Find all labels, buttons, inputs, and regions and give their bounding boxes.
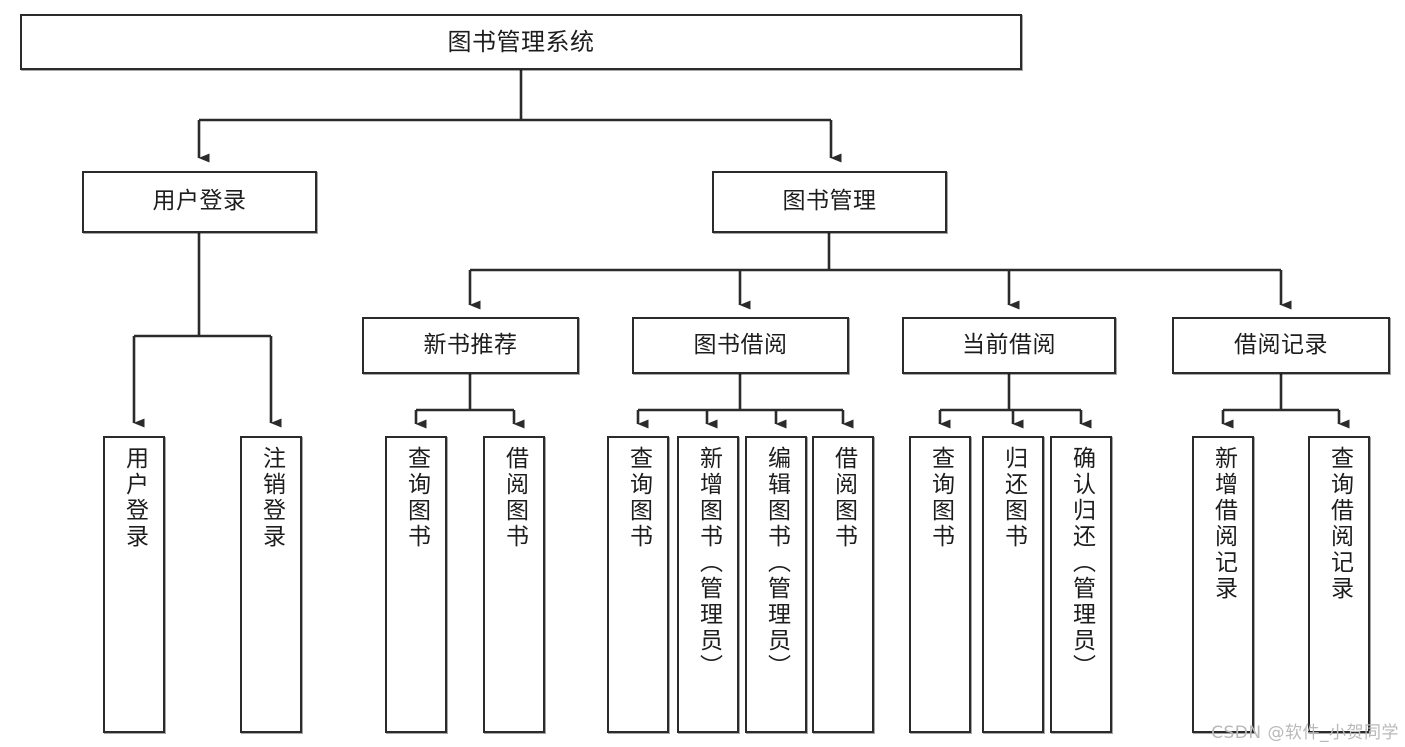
node-leaf-query-book-2-label: 查询图书 (625, 446, 652, 550)
node-leaf-add-record-label: 新增借阅记录 (1210, 446, 1237, 602)
node-leaf-query-record-label: 查询借阅记录 (1326, 446, 1353, 602)
node-leaf-user-login-label: 用户登录 (121, 446, 148, 550)
node-leaf-query-book-3-label: 查询图书 (927, 446, 954, 550)
node-leaf-add-book[interactable]: 新增图书（管理员） (677, 436, 739, 733)
node-book-borrow-label: 图书借阅 (693, 331, 788, 358)
node-leaf-query-record[interactable]: 查询借阅记录 (1308, 436, 1370, 733)
node-borrow-record-label: 借阅记录 (1234, 331, 1328, 358)
node-leaf-confirm-return-label: 确认归还（管理员） (1068, 446, 1095, 680)
node-leaf-logout[interactable]: 注销登录 (240, 436, 302, 733)
node-user-login-label: 用户登录 (152, 188, 247, 215)
node-book-borrow[interactable]: 图书借阅 (632, 317, 849, 374)
node-book-admin-label: 图书管理 (782, 188, 877, 215)
node-new-book-rec[interactable]: 新书推荐 (362, 317, 579, 374)
node-borrow-record[interactable]: 借阅记录 (1172, 317, 1390, 374)
node-leaf-logout-label: 注销登录 (258, 446, 285, 550)
node-leaf-borrow-book-1-label: 借阅图书 (501, 446, 528, 550)
node-leaf-borrow-book-1[interactable]: 借阅图书 (483, 436, 545, 733)
node-book-admin[interactable]: 图书管理 (712, 171, 947, 233)
node-new-book-rec-label: 新书推荐 (423, 331, 518, 358)
node-leaf-query-book-1[interactable]: 查询图书 (385, 436, 447, 733)
node-leaf-return-book[interactable]: 归还图书 (982, 436, 1044, 733)
node-root-label: 图书管理系统 (447, 27, 595, 56)
node-leaf-query-book-2[interactable]: 查询图书 (607, 436, 669, 733)
node-leaf-add-book-label: 新增图书（管理员） (695, 446, 722, 680)
node-leaf-add-record[interactable]: 新增借阅记录 (1192, 436, 1254, 733)
watermark-text: CSDN @软件_小贺同学 (1211, 723, 1399, 743)
node-leaf-user-login[interactable]: 用户登录 (103, 436, 165, 733)
node-leaf-edit-book[interactable]: 编辑图书（管理员） (745, 436, 807, 733)
node-user-login[interactable]: 用户登录 (82, 171, 317, 233)
node-leaf-borrow-book-2-label: 借阅图书 (830, 446, 857, 550)
node-current-borrow-label: 当前借阅 (962, 331, 1056, 358)
node-leaf-borrow-book-2[interactable]: 借阅图书 (812, 436, 874, 733)
node-leaf-query-book-3[interactable]: 查询图书 (909, 436, 971, 733)
node-current-borrow[interactable]: 当前借阅 (902, 317, 1116, 374)
node-root[interactable]: 图书管理系统 (20, 14, 1022, 70)
node-leaf-query-book-1-label: 查询图书 (403, 446, 430, 550)
node-leaf-edit-book-label: 编辑图书（管理员） (763, 446, 790, 680)
node-leaf-confirm-return[interactable]: 确认归还（管理员） (1050, 436, 1112, 733)
node-leaf-return-book-label: 归还图书 (1000, 446, 1027, 550)
